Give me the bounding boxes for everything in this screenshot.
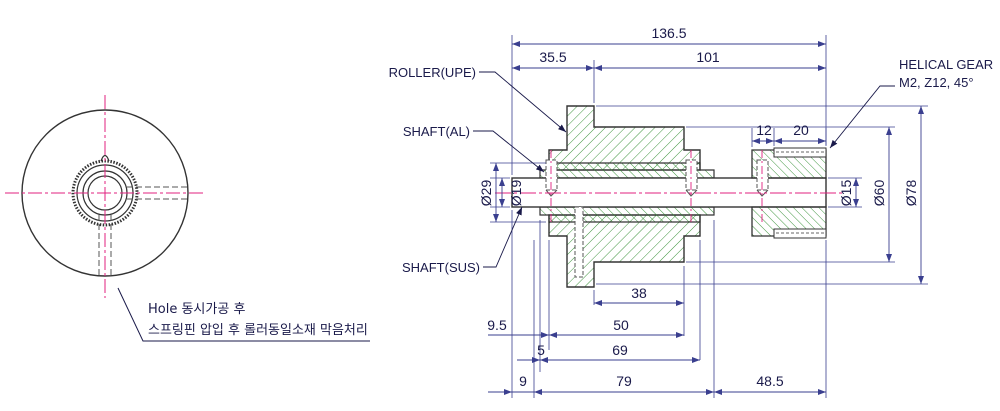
label-gear-line1: HELICAL GEAR xyxy=(899,57,993,72)
dim-gear-b: 20 xyxy=(793,122,809,138)
dim-roller-len: 35.5 xyxy=(539,49,566,65)
label-roller: ROLLER(UPE) xyxy=(389,65,476,80)
end-view: Hole 동시가공 후 스프링핀 압입 후 롤러동일소재 막음처리 xyxy=(5,95,370,342)
dim-right-len: 101 xyxy=(696,49,720,65)
gear-teeth-top xyxy=(773,147,827,158)
dim-d29: Ø29 xyxy=(478,180,494,207)
dimension-lines xyxy=(488,41,924,395)
dim-79: 79 xyxy=(616,373,632,389)
roller-lower-half xyxy=(548,214,701,288)
note-line1: Hole 동시가공 후 xyxy=(148,302,245,317)
dim-5: 5 xyxy=(537,342,545,358)
label-shaft-al: SHAFT(AL) xyxy=(403,124,470,139)
dim-69: 69 xyxy=(612,342,628,358)
note-line2: 스프링핀 압입 후 롤러동일소재 막음처리 xyxy=(148,323,368,338)
dim-38: 38 xyxy=(631,285,647,301)
section-view xyxy=(495,105,845,288)
dim-gear-a: 12 xyxy=(756,122,772,138)
label-shaft-sus: SHAFT(SUS) xyxy=(402,260,480,275)
dim-48-5: 48.5 xyxy=(756,373,783,389)
leaders xyxy=(473,71,895,268)
dim-d78: Ø78 xyxy=(903,180,919,207)
roller-upper-half xyxy=(548,105,701,171)
dim-d15: Ø15 xyxy=(838,180,854,207)
shaft-al-lower xyxy=(539,206,715,223)
spring-pins xyxy=(545,159,769,278)
dim-d60: Ø60 xyxy=(871,180,887,207)
dim-d19: Ø19 xyxy=(508,180,524,207)
dim-50: 50 xyxy=(613,317,629,333)
key-notch xyxy=(100,154,110,162)
note-leader xyxy=(117,287,370,342)
label-gear-line2: M2, Z12, 45° xyxy=(899,75,974,90)
gear-teeth-bottom xyxy=(773,228,827,239)
dim-9-5: 9.5 xyxy=(487,317,507,333)
dim-9: 9 xyxy=(519,373,527,389)
extension-lines xyxy=(490,35,928,398)
dim-overall: 136.5 xyxy=(651,25,686,41)
